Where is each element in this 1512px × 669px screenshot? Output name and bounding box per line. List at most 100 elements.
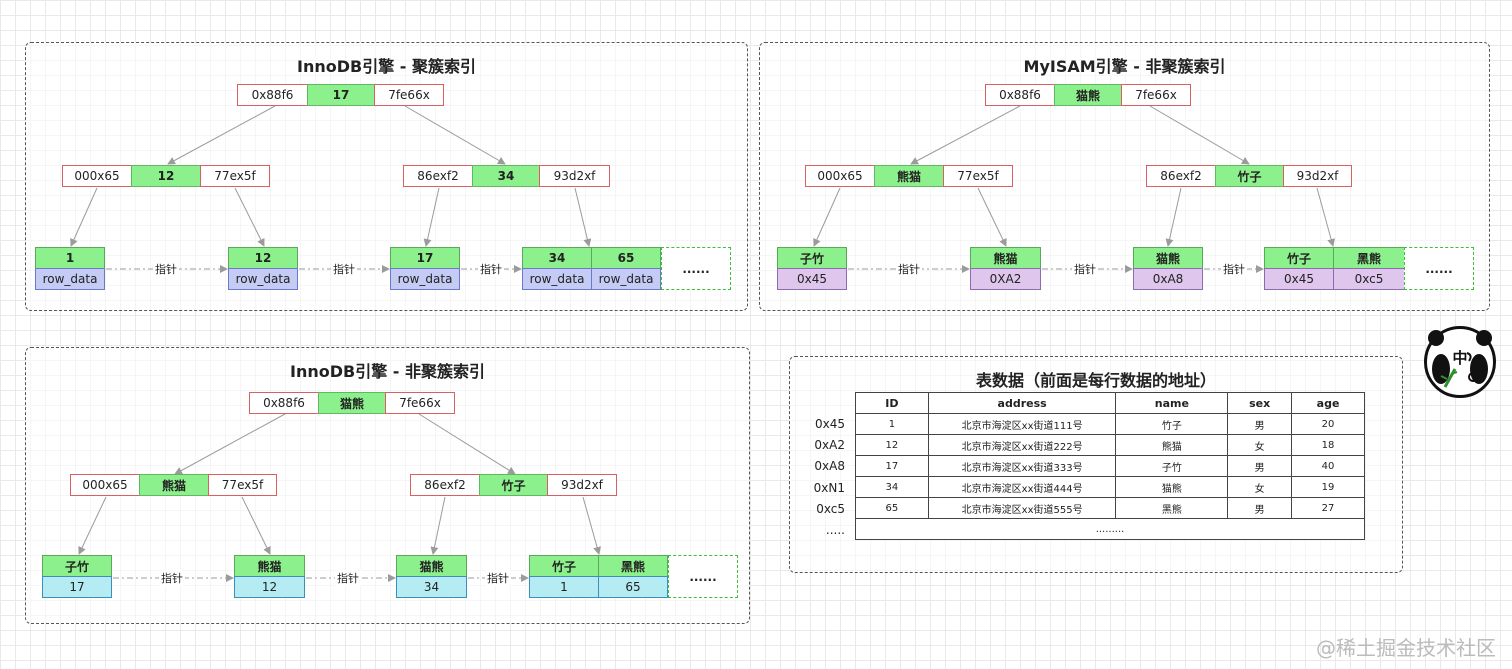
table-cell: 20 [1291,413,1365,435]
table-cell: 北京市海淀区xx街道111号 [927,413,1117,435]
table-cell: 34 [855,476,929,498]
table-cell: 12 [855,434,929,456]
table-cell: 熊猫 [1115,434,1229,456]
row-address: 0xA2 [814,438,845,452]
leaf-key: 1 [35,247,105,269]
node-right-pointer: 93d2xf [1283,165,1352,187]
node-key: 熊猫 [139,474,209,496]
table-row: 12 北京市海淀区xx街道222号 熊猫 女 18 [855,434,1365,456]
pointer-label: 指针 [1221,261,1247,277]
table-cell: 黑熊 [1115,497,1229,519]
table-row: 17 北京市海淀区xx街道333号 子竹 男 40 [855,455,1365,477]
leaf-value: row_data [522,268,592,290]
table-cell: 女 [1227,434,1293,456]
column-header: name [1115,392,1229,414]
leaf-key: 黑熊 [598,555,668,577]
leaf-value: 12 [234,576,305,598]
node-left-pointer: 86exf2 [410,474,480,496]
node-key: 熊猫 [874,165,944,187]
panel-title: InnoDB引擎 - 聚簇索引 [297,57,476,76]
logo-glyph: 中 [1452,349,1467,367]
leaf-key: 子竹 [777,247,847,269]
leaf-value: 1 [529,576,599,598]
leaf-value: 34 [396,576,467,598]
leaf-value: row_data [228,268,298,290]
leaf-value: 0x45 [777,268,847,290]
leaf-value: 0x45 [1264,268,1334,290]
table-cell: 北京市海淀区xx街道333号 [927,455,1117,477]
watermark: @稀土掘金技术社区 [1316,636,1496,660]
pointer-label: 指针 [478,261,504,277]
node-right-pointer: 93d2xf [539,165,610,187]
root-key: 17 [307,84,375,106]
root-left-pointer: 0x88f6 [249,392,319,414]
node-left-pointer: 000x65 [70,474,140,496]
more-leaves: ...... [1404,247,1474,290]
node-key: 34 [472,165,540,187]
node-right-pointer: 77ex5f [200,165,270,187]
table-cell: 17 [855,455,929,477]
leaf-value: row_data [390,268,460,290]
table-cell: 男 [1227,497,1293,519]
table-cell: 男 [1227,413,1293,435]
node-left-pointer: 86exf2 [1146,165,1216,187]
pointer-label: 指针 [896,261,922,277]
data-table: ID address name sex age 1 北京市海淀区xx街道111号… [855,392,1365,540]
leaf-value: 17 [42,576,112,598]
table-cell: 40 [1291,455,1365,477]
table-cell: 北京市海淀区xx街道222号 [927,434,1117,456]
table-header-row: ID address name sex age [855,392,1365,414]
table-more-cell: ......... [855,518,1365,540]
leaf-key: 竹子 [529,555,599,577]
root-key: 猫熊 [1054,84,1122,106]
pointer-label: 指针 [331,261,357,277]
table-cell: 猫熊 [1115,476,1229,498]
leaf-key: 子竹 [42,555,112,577]
leaf-key: 猫熊 [1133,247,1203,269]
node-left-pointer: 000x65 [805,165,875,187]
root-right-pointer: 7fe66x [385,392,455,414]
leaf-value: row_data [591,268,661,290]
leaf-key: 熊猫 [970,247,1041,269]
root-right-pointer: 7fe66x [374,84,444,106]
leaf-value: 65 [598,576,668,598]
table-more-row: ......... [855,518,1365,540]
row-address: 0xc5 [816,502,845,516]
table-cell: 65 [855,497,929,519]
table-cell: 1 [855,413,929,435]
leaf-key: 12 [228,247,298,269]
root-left-pointer: 0x88f6 [985,84,1055,106]
leaf-value: row_data [35,268,105,290]
leaf-key: 熊猫 [234,555,305,577]
node-key: 12 [131,165,201,187]
row-address: 0x45 [814,417,845,431]
column-header: ID [855,392,929,414]
leaf-value: 0xA8 [1133,268,1203,290]
node-right-pointer: 77ex5f [943,165,1013,187]
leaf-key: 黑熊 [1333,247,1405,269]
pointer-label: 指针 [159,570,185,586]
node-left-pointer: 000x65 [62,165,132,187]
table-row: 1 北京市海淀区xx街道111号 竹子 男 20 [855,413,1365,435]
leaf-key: 17 [390,247,460,269]
table-cell: 18 [1291,434,1365,456]
node-right-pointer: 93d2xf [547,474,617,496]
leaf-value: 0xc5 [1333,268,1405,290]
leaf-key: 65 [591,247,661,269]
leaf-key: 猫熊 [396,555,467,577]
table-cell: 男 [1227,455,1293,477]
root-left-pointer: 0x88f6 [237,84,308,106]
pointer-label: 指针 [1072,261,1098,277]
table-cell: 27 [1291,497,1365,519]
node-key: 竹子 [1215,165,1284,187]
node-left-pointer: 86exf2 [403,165,473,187]
panel-title: MyISAM引擎 - 非聚簇索引 [1023,57,1226,76]
column-header: address [927,392,1117,414]
more-leaves: ...... [661,247,731,290]
root-right-pointer: 7fe66x [1121,84,1191,106]
column-header: age [1291,392,1365,414]
node-right-pointer: 77ex5f [208,474,277,496]
table-cell: 19 [1291,476,1365,498]
panel-title: InnoDB引擎 - 非聚簇索引 [290,362,485,381]
root-key: 猫熊 [318,392,386,414]
